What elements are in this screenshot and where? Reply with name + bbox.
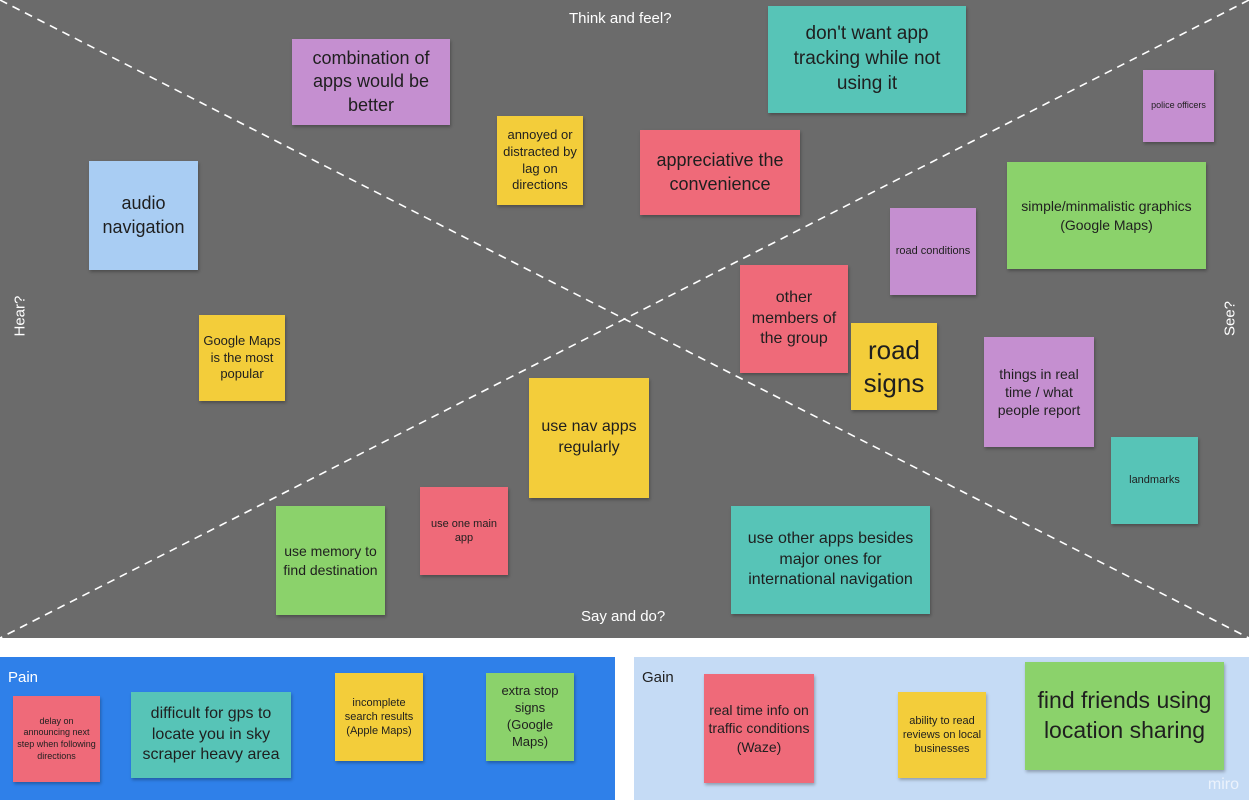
sticky-note[interactable]: delay on announcing next step when follo… (13, 696, 100, 782)
sticky-note[interactable]: use one main app (420, 487, 508, 575)
sticky-note[interactable]: incomplete search results (Apple Maps) (335, 673, 423, 761)
miro-watermark: miro (1207, 776, 1239, 793)
sticky-note-text: combination of apps would be better (312, 47, 430, 115)
sticky-note[interactable]: combination of apps would be better (292, 39, 450, 125)
sticky-note[interactable]: simple/minmalistic graphics (Google Maps… (1007, 162, 1206, 269)
sticky-note-text: annoyed or distracted by lag on directio… (503, 126, 577, 193)
sticky-note-text: find friends using location sharing (1037, 687, 1212, 743)
sticky-note[interactable]: difficult for gps to locate you in sky s… (131, 692, 291, 778)
sticky-note-text: delay on announcing next step when follo… (17, 715, 96, 761)
sticky-note[interactable]: use nav apps regularly (529, 378, 649, 498)
sticky-note[interactable]: annoyed or distracted by lag on directio… (497, 116, 583, 205)
sticky-note-text: landmarks (1129, 474, 1180, 487)
sticky-note-text: ability to read reviews on local busines… (902, 714, 982, 756)
pain-title: Pain (8, 669, 39, 686)
diagonal-guides (0, 0, 1249, 638)
sticky-note-text: simple/minmalistic graphics (Google Maps… (1021, 198, 1192, 233)
sticky-note[interactable]: audio navigation (89, 161, 198, 270)
sticky-note[interactable]: police officers (1143, 70, 1214, 142)
quadrant-say-do-label: Say and do? (581, 608, 666, 625)
sticky-note-text: use nav apps regularly (541, 418, 637, 456)
diagonal-line-b (0, 0, 1249, 638)
quadrant-think-feel-label: Think and feel? (569, 10, 672, 27)
sticky-note[interactable]: landmarks (1111, 437, 1198, 524)
sticky-note-text: use other apps besides major ones for in… (747, 529, 914, 589)
sticky-note[interactable]: use memory to find destination (276, 506, 385, 615)
sticky-note-text: appreciative the convenience (656, 150, 784, 194)
sticky-note-text: things in real time / what people report (997, 365, 1081, 419)
sticky-note[interactable]: don't want app tracking while not using … (768, 6, 966, 113)
sticky-note-text: use memory to find destination (283, 543, 378, 578)
sticky-note[interactable]: use other apps besides major ones for in… (731, 506, 930, 614)
empathy-map-board: Think and feel? Say and do? Hear? See? c… (0, 0, 1249, 638)
gain-title: Gain (642, 669, 674, 686)
sticky-note-text: other members of the group (751, 288, 837, 348)
sticky-note-text: road signs (863, 335, 925, 398)
sticky-note-text: road conditions (895, 245, 971, 258)
sticky-note-text: Google Maps is the most popular (203, 332, 281, 382)
quadrant-hear-label: Hear? (11, 295, 29, 337)
sticky-note[interactable]: road conditions (890, 208, 976, 295)
sticky-note[interactable]: other members of the group (740, 265, 848, 373)
sticky-note-text: use one main app (430, 517, 498, 544)
sticky-note-text: incomplete search results (Apple Maps) (344, 696, 414, 738)
sticky-note-text: real time info on traffic conditions (Wa… (708, 702, 810, 755)
sticky-note-text: extra stop signs (Google Maps) (501, 683, 559, 749)
sticky-note[interactable]: things in real time / what people report (984, 337, 1094, 447)
sticky-note-text: audio navigation (102, 193, 185, 237)
sticky-note[interactable]: extra stop signs (Google Maps) (486, 673, 574, 761)
quadrant-see-label: See? (1221, 300, 1239, 337)
sticky-note[interactable]: appreciative the convenience (640, 130, 800, 215)
sticky-note-text: police officers (1151, 100, 1206, 111)
pain-panel: Pain delay on announcing next step when … (0, 657, 615, 800)
sticky-note[interactable]: Google Maps is the most popular (199, 315, 285, 401)
sticky-note[interactable]: road signs (851, 323, 937, 410)
sticky-note[interactable]: ability to read reviews on local busines… (898, 692, 986, 778)
sticky-note[interactable]: find friends using location sharing (1025, 662, 1224, 770)
sticky-note[interactable]: real time info on traffic conditions (Wa… (704, 674, 814, 783)
sticky-note-text: difficult for gps to locate you in sky s… (142, 704, 280, 764)
gain-panel: Gain real time info on traffic condition… (634, 657, 1249, 800)
sticky-note-text: don't want app tracking while not using … (793, 23, 941, 94)
